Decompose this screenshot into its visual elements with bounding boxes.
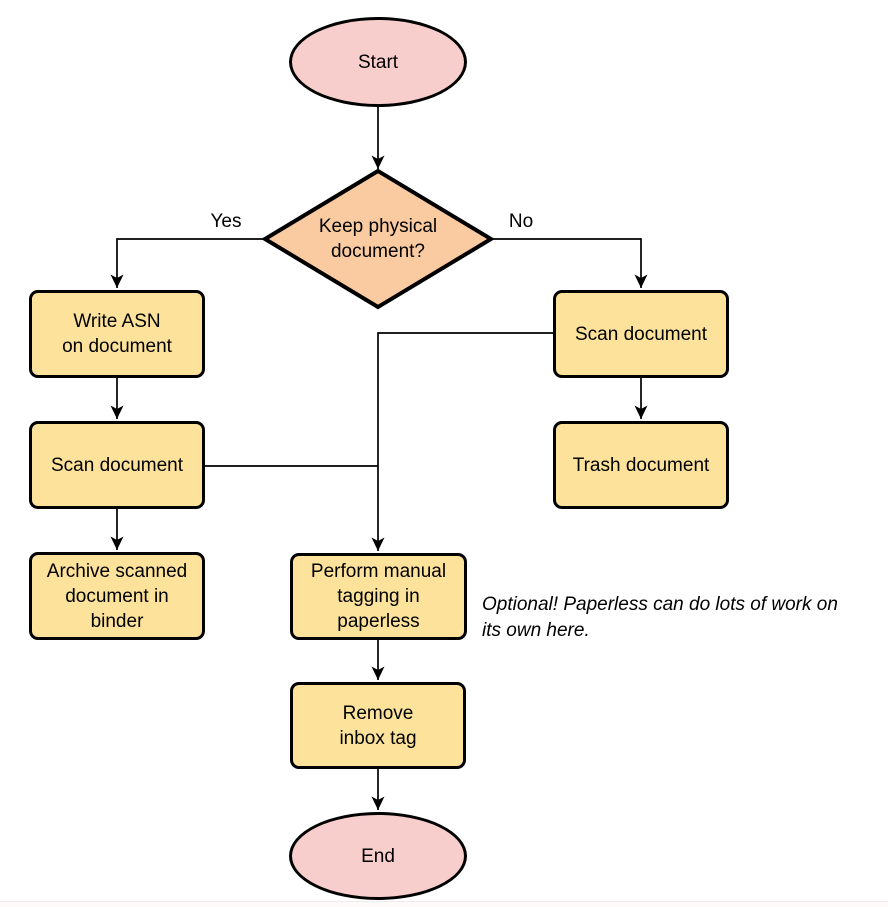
node-write-asn: Write ASN on document xyxy=(29,290,205,378)
edge-decision-no-to-scan-right xyxy=(491,238,648,288)
node-scan-document-left-label: Scan document xyxy=(50,454,184,476)
node-manual-tagging-label: Perform manual tagging in paperless xyxy=(310,561,447,632)
node-trash-document: Trash document xyxy=(553,421,729,509)
node-write-asn-label: Write ASN on document xyxy=(62,311,172,357)
node-trash-document-label: Trash document xyxy=(572,454,710,476)
node-decision-label: Keep physical document? xyxy=(318,216,438,262)
node-remove-inbox-tag: Remove inbox tag xyxy=(290,682,466,769)
node-manual-tagging: Perform manual tagging in paperless xyxy=(290,553,467,640)
node-scan-document-left: Scan document xyxy=(29,421,205,509)
node-archive-binder: Archive scanned document in binder xyxy=(29,552,205,640)
node-start: Start xyxy=(289,17,467,107)
node-scan-document-right-label: Scan document xyxy=(574,323,708,345)
page-bottom-divider xyxy=(0,901,888,902)
node-decision-diamond xyxy=(261,168,495,310)
annotation-optional-note: Optional! Paperless can do lots of work … xyxy=(482,594,838,641)
edge-label-yes: Yes xyxy=(210,211,242,232)
page-bottom-margin xyxy=(0,902,888,907)
node-remove-inbox-tag-label: Remove inbox tag xyxy=(339,702,417,749)
node-start-label: Start xyxy=(357,51,399,73)
node-scan-document-right: Scan document xyxy=(553,290,729,378)
node-end: End xyxy=(289,812,467,900)
edge-decision-yes-to-write-asn xyxy=(110,238,265,288)
node-end-label: End xyxy=(361,845,395,867)
edge-label-no: No xyxy=(508,211,534,232)
edge-scan-right-to-tagging xyxy=(371,332,553,551)
node-archive-binder-label: Archive scanned document in binder xyxy=(46,560,188,632)
